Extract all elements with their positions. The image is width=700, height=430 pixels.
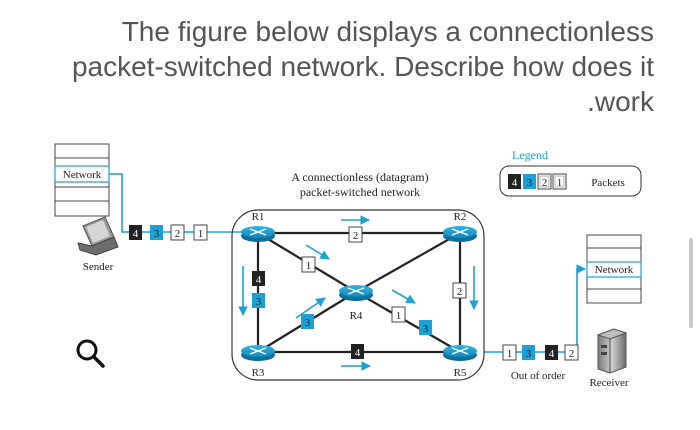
left-network-label: Network: [63, 169, 102, 181]
legend-packet-2-label: 2: [542, 177, 548, 189]
left-network: Network: [54, 143, 110, 217]
question-line-1: The figure below displays a connectionle…: [121, 16, 654, 47]
sender-packet-2: [170, 224, 185, 241]
out-of-order-label: Out of order: [511, 370, 566, 382]
flow-arrows: [238, 215, 479, 371]
router-r2: [443, 226, 477, 242]
search-icon[interactable]: [73, 336, 107, 370]
svg-text:3: 3: [305, 317, 311, 329]
packet-r3-r5: [351, 344, 364, 359]
packet-r1-r3-a: [252, 271, 265, 286]
question-line-2: packet-switched network. Describe how do…: [71, 51, 654, 82]
legend-label: Packets: [591, 177, 625, 189]
laptop-icon: [77, 216, 119, 256]
legend-packet-4: [508, 174, 521, 189]
packet-r4-r5-a: [391, 306, 406, 323]
question-line-3: .work: [587, 86, 654, 117]
svg-text:3: 3: [154, 228, 160, 240]
svg-text:3: 3: [256, 296, 262, 308]
sender-packet-3: [150, 225, 163, 240]
right-network: Network: [586, 234, 642, 304]
packet-r1-r3-b: [252, 293, 265, 308]
sender-packets: 4 3 2 1: [129, 224, 208, 241]
server-icon: [596, 328, 628, 374]
router-r1: [241, 226, 275, 242]
packet-r2-r5: [452, 282, 467, 299]
svg-text:2: 2: [569, 348, 575, 360]
scrollbar-thumb[interactable]: [689, 238, 693, 328]
router-r2-label: R2: [454, 211, 467, 223]
svg-text:1: 1: [306, 260, 312, 272]
svg-text:4: 4: [355, 347, 361, 359]
router-r3-label: R3: [252, 367, 265, 379]
sender-packet-4: [129, 225, 142, 240]
svg-text:1: 1: [507, 348, 513, 360]
sender-packet-1: [193, 224, 208, 241]
left-network-link: [109, 173, 242, 233]
svg-text:1: 1: [396, 310, 402, 322]
svg-text:2: 2: [457, 286, 463, 298]
packet-r1-r2: [348, 226, 363, 243]
receiver-packet-2: [564, 344, 579, 361]
svg-text:3: 3: [423, 323, 429, 335]
network-caption-line-2: packet-switched network: [300, 185, 420, 199]
legend-packet-2: [537, 173, 552, 190]
packet-r4-r5-b: [419, 320, 432, 335]
svg-text:2: 2: [175, 228, 181, 240]
svg-text:4: 4: [549, 348, 555, 360]
network-boundary: [231, 209, 485, 381]
router-r3: [241, 345, 275, 361]
packet-r3-r4: [301, 314, 314, 329]
packet-r1-r4: [301, 256, 316, 273]
router-r5-label: R5: [454, 367, 467, 379]
router-r4: [339, 285, 373, 301]
receiver-packet-3: [522, 345, 535, 360]
sender-label: Sender: [83, 261, 114, 273]
legend-packet-4-label: 4: [512, 177, 518, 189]
right-network-label: Network: [595, 264, 634, 276]
receiver-packet-4: [545, 345, 558, 360]
legend-packet-1: [552, 173, 567, 190]
legend-title: Legend: [512, 148, 548, 162]
legend-packet-3-label: 3: [527, 177, 533, 189]
svg-text:1: 1: [198, 228, 204, 240]
question-text: The figure below displays a connectionle…: [60, 14, 654, 119]
router-r4-label: R4: [350, 310, 363, 322]
link-packets: 2 1 4 3 3 4 2 1 3: [252, 226, 467, 359]
svg-text:3: 3: [526, 348, 532, 360]
svg-text:4: 4: [256, 274, 262, 286]
svg-text:2: 2: [353, 230, 359, 242]
receiver-label: Receiver: [589, 377, 628, 389]
legend-box: [499, 165, 642, 197]
receiver-packets: 1 3 4 2: [502, 344, 579, 361]
legend-packet-1-label: 1: [557, 177, 563, 189]
network-caption-line-1: A connectionless (datagram): [291, 170, 428, 184]
legend-packets: 4 3 2 1: [508, 173, 567, 190]
receiver-packet-1: [502, 344, 517, 361]
router-r5: [443, 345, 477, 361]
router-r1-label: R1: [252, 211, 265, 223]
right-network-link: [484, 264, 586, 353]
legend-packet-3: [523, 174, 536, 189]
svg-text:4: 4: [133, 228, 139, 240]
